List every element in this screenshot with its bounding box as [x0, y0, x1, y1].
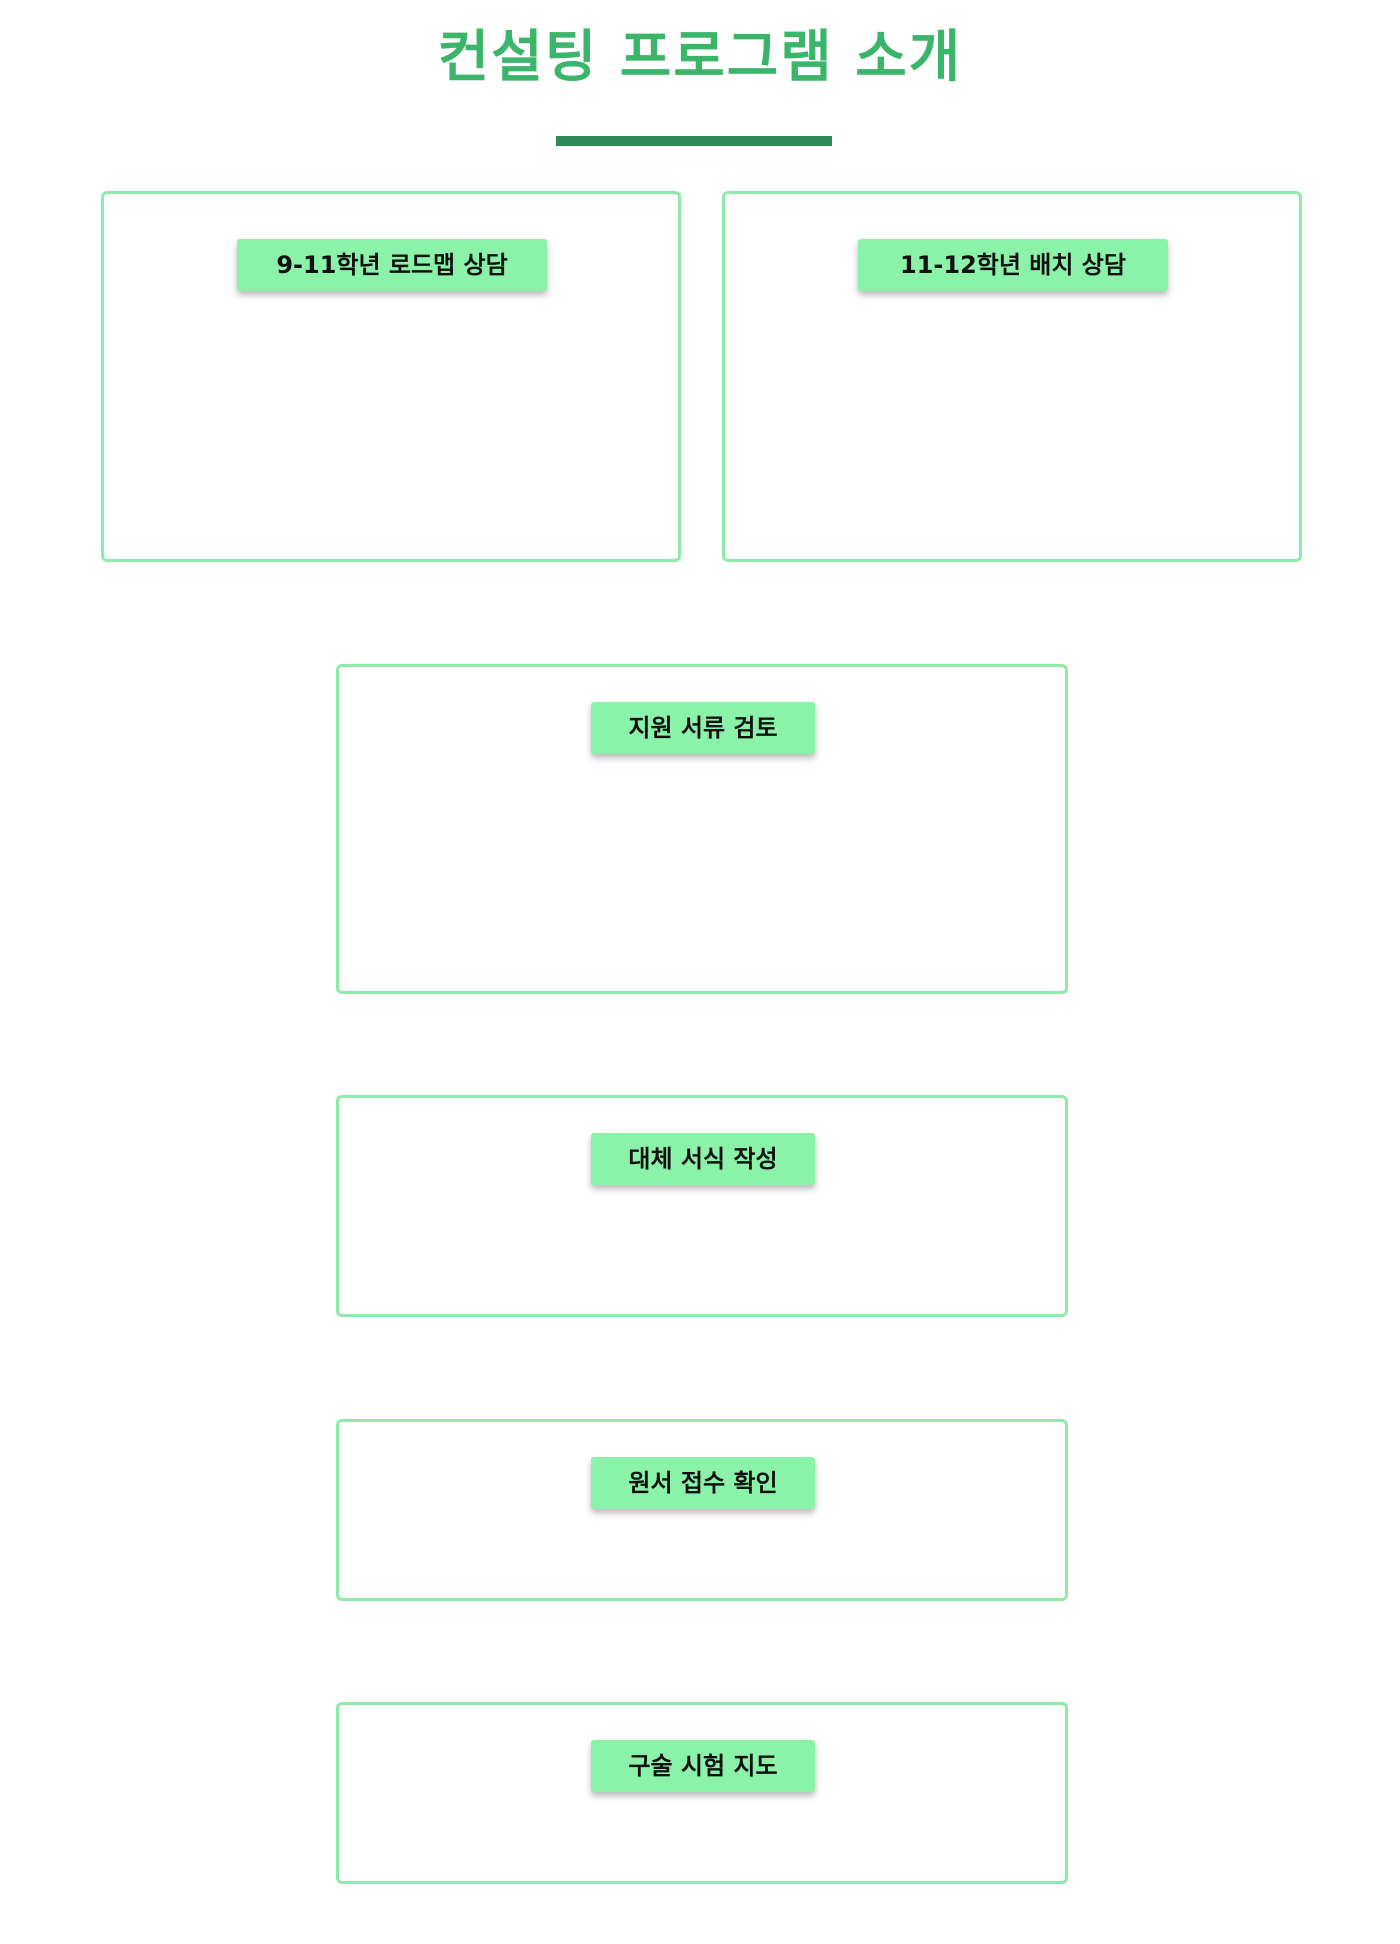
program-label-oral-exam[interactable]: 구술 시험 지도 — [591, 1740, 815, 1792]
program-card-roadmap: 9-11학년 로드맵 상담 — [101, 191, 681, 562]
program-label-placement[interactable]: 11-12학년 배치 상담 — [858, 239, 1168, 291]
program-label-document-review[interactable]: 지원 서류 검토 — [591, 702, 815, 754]
program-card-alternate-form: 대체 서식 작성 — [336, 1095, 1068, 1317]
program-card-oral-exam: 구술 시험 지도 — [336, 1702, 1068, 1884]
title-underline — [556, 136, 832, 146]
program-label-roadmap[interactable]: 9-11학년 로드맵 상담 — [237, 239, 547, 291]
program-card-document-review: 지원 서류 검토 — [336, 664, 1068, 994]
page-title: 컨설팅 프로그램 소개 — [437, 25, 963, 90]
program-card-application-check: 원서 접수 확인 — [336, 1419, 1068, 1601]
program-label-application-check[interactable]: 원서 접수 확인 — [591, 1457, 815, 1509]
program-card-placement: 11-12학년 배치 상담 — [722, 191, 1302, 562]
program-label-alternate-form[interactable]: 대체 서식 작성 — [591, 1133, 815, 1185]
